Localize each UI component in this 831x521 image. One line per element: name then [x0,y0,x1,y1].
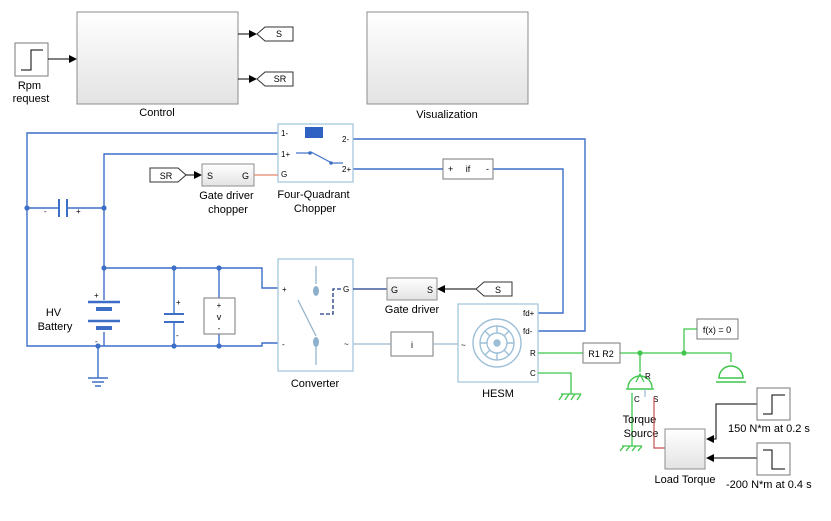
converter-switch-icon [297,266,343,365]
from-sr-tag[interactable]: SR [149,167,187,183]
hesm-port-fdp: fd+ [523,309,535,318]
if-sensor-label: if [466,164,471,174]
step-200-block[interactable] [756,442,791,476]
battery-minus-label: - [95,337,98,346]
converter-label: Converter [291,378,340,390]
step-200-label: -200 N*m at 0.4 s [726,479,812,491]
svg-text:S: S [495,285,501,295]
svg-text:SR: SR [274,74,287,84]
battery-plus-label: + [94,291,99,300]
converter-port-g: G [343,285,349,294]
goto-s-tag[interactable]: S [256,26,294,42]
r1r2-label: R1 R2 [588,349,614,359]
chopper-port-2m: 2- [342,135,349,144]
voltage-sensor-plus: + [217,301,222,310]
hv-battery-block[interactable] [88,300,120,330]
hesm-port-fdm: fd- [523,327,533,336]
torque-source-label: Torque Source [623,414,660,440]
if-minus-label: - [486,164,489,174]
voltage-sensor-minus: - [218,324,221,333]
gate-driver-label: Gate driver [385,304,440,316]
converter-port-plus: + [282,285,287,294]
rpm-request-block[interactable] [14,42,49,77]
hesm-port-tilde: ~ [461,341,466,350]
current-sensor-i[interactable] [390,331,434,357]
chopper-port-1p: 1+ [281,150,290,159]
chopper-port-g: G [281,170,287,179]
motor-icon [472,318,522,368]
if-current-sensor[interactable] [442,158,494,180]
hv-battery-label: HV Battery [38,307,73,333]
load-to-torque-line[interactable] [653,397,665,449]
gate-driver-chopper-label: Gate driver chopper [199,190,256,216]
torque-reference-icon [619,445,643,452]
electrical-wiring[interactable] [26,132,586,378]
hesm-port-c: C [530,369,536,378]
dc-link-capacitor[interactable] [58,199,68,217]
goto-sr-tag[interactable]: SR [256,71,294,87]
torque-port-c: C [634,395,640,404]
four-quadrant-chopper-block[interactable] [277,123,354,183]
chopper-port-2p: 2+ [342,165,351,174]
mech-junctions [637,350,687,356]
from-s-tag[interactable]: S [475,281,513,297]
chopper-port-1m: 1- [281,129,288,138]
inertia-icon[interactable] [716,365,746,383]
torque-port-s: S [653,395,658,404]
torque-port-r: R [645,372,651,381]
mechanical-reference-icon [558,393,582,401]
gdc-port-g: G [242,171,249,181]
chopper-switch-icon [296,127,343,165]
load-torque-block[interactable] [664,428,706,470]
converter-port-minus: - [282,340,285,349]
shunt-cap-minus-label: - [176,331,179,340]
step150-line[interactable] [706,403,757,443]
if-plus-label: + [448,164,453,174]
load-torque-label: Load Torque [655,474,716,486]
hesm-label: HESM [482,388,514,400]
solver-label: f(x) = 0 [703,325,731,335]
current-sensor-label: i [411,340,413,350]
gate-driver-port-s: S [427,285,433,295]
svg-text:S: S [276,29,282,39]
electrical-ground-icon [88,377,108,387]
visualization-label: Visualization [416,109,478,121]
hesm-port-r: R [530,349,536,358]
junction-dots [24,205,222,349]
voltage-sensor-v: v [217,312,222,322]
step-150-block[interactable] [756,387,791,421]
rpm-request-label: Rpm request [13,80,50,105]
r1r2-block[interactable] [582,342,621,364]
control-label: Control [139,107,174,119]
step-150-label: 150 N*m at 0.2 s [728,423,810,435]
visualization-subsystem[interactable] [366,11,529,105]
solver-configuration-block[interactable] [696,318,739,340]
capacitor-plus-label: + [76,207,81,216]
control-subsystem[interactable] [76,11,239,105]
four-quadrant-chopper-label: Four-Quadrant Chopper [277,189,352,215]
shunt-cap-plus-label: + [176,298,181,307]
capacitor-minus-label: - [44,207,47,216]
torque-source-block[interactable] [626,372,654,397]
svg-text:SR: SR [160,171,173,181]
shunt-capacitor[interactable] [164,313,184,323]
gdc-port-s: S [207,171,213,181]
voltage-sensor-block[interactable] [203,297,236,335]
gate-driver-port-g: G [391,285,398,295]
converter-port-tilde: ~ [344,340,349,349]
